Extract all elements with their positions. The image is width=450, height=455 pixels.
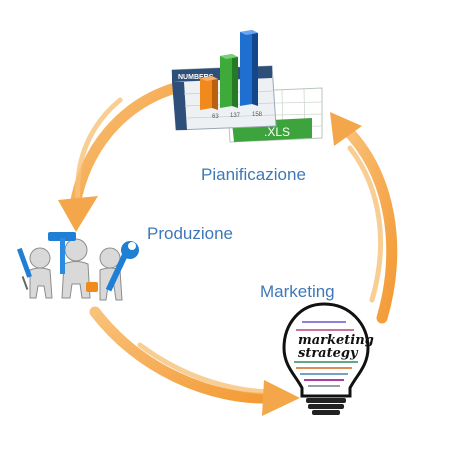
row-value-3: 158 [252,112,263,118]
row-value-2: 137 [230,113,241,119]
spreadsheet-chart-icon: .XLS NUMBERS 63 137 158 [171,30,323,143]
bar-orange [200,76,218,110]
screwdriver-icon [16,247,32,290]
lightbulb-title-1: marketing [298,333,374,348]
arrow-produzione-to-marketing [89,306,300,416]
numbers-header: NUMBERS [178,74,214,81]
bar-green [220,54,238,108]
wrench-icon [105,241,139,292]
lightbulb-strategy-icon: marketing strategy [282,302,374,415]
stage-label-pianificazione: Pianificazione [201,165,306,184]
lightbulb-title-2: strategy [298,346,359,361]
hammer-icon [48,232,76,274]
arrow-pianificazione-to-produzione [58,82,181,232]
xls-label: .XLS [264,125,290,139]
stage-label-marketing: Marketing [260,282,335,301]
stage-label-produzione: Produzione [147,224,234,243]
bar-blue [240,30,258,106]
arrow-marketing-to-pianificazione [330,112,398,324]
row-value-1: 63 [212,114,219,120]
workers-tools-icon [16,232,139,301]
